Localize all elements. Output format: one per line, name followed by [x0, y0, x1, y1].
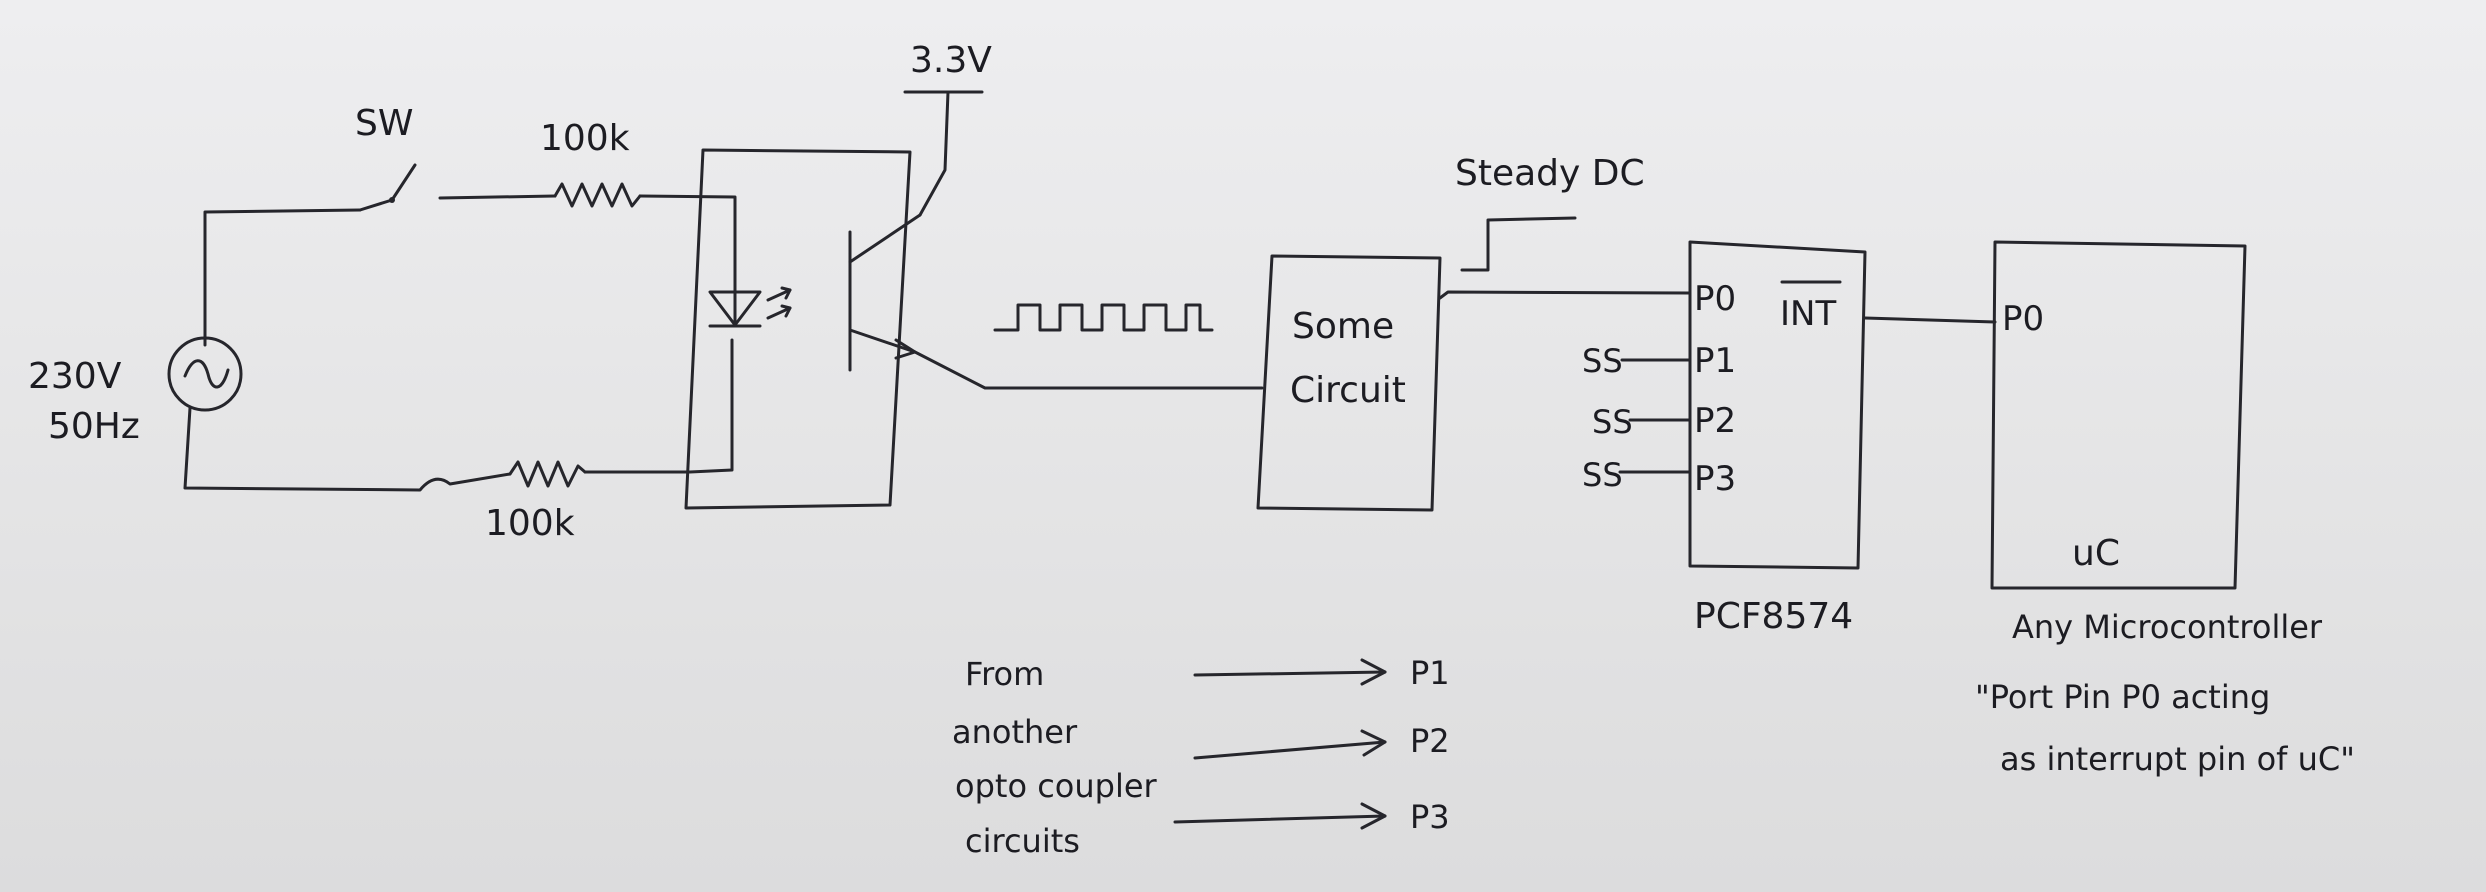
wire-circuit-p0 [1438, 290, 1692, 300]
microcontroller-box [1990, 240, 2247, 590]
pcf8574-pin-p1: P1 [1694, 341, 1736, 381]
target-p1: P1 [1410, 654, 1450, 692]
ss-mark-p1: SS [1582, 342, 1623, 380]
wire-source-top [203, 208, 362, 347]
target-p3: P3 [1410, 798, 1450, 836]
source-note-line1: From [965, 655, 1044, 693]
switch-label: SW [355, 103, 413, 144]
led-icon [708, 286, 792, 328]
wire-switch-resistor [438, 194, 557, 200]
uc-note-line1: "Port Pin P0 acting [1975, 678, 2270, 716]
supply-frequency-label: 50Hz [48, 406, 140, 447]
ss-mark-p2: SS [1592, 403, 1633, 441]
uc-label: uC [2072, 533, 2120, 574]
some-circuit-line2: Circuit [1290, 370, 1406, 411]
optocoupler-housing [684, 148, 912, 510]
wire-source-bottom [183, 406, 512, 492]
arrow-to-p1 [1193, 658, 1387, 686]
source-note-line4: circuits [965, 822, 1080, 860]
wire-resistor-bottom-led [583, 338, 734, 474]
uc-note-line2: as interrupt pin of uC" [2000, 740, 2355, 778]
some-circuit-box [1256, 254, 1442, 512]
steady-dc-label: Steady DC [1455, 153, 1645, 194]
pcf8574-box [1688, 240, 1867, 570]
uc-pin-p0: P0 [2002, 299, 2044, 339]
pcf8574-pin-p0: P0 [1694, 279, 1736, 319]
wire-emitter-output [913, 350, 1264, 390]
ac-source-icon [167, 336, 243, 412]
steady-dc-icon [1460, 216, 1577, 272]
optocoupler [684, 90, 1264, 510]
pcf8574-pin-p2: P2 [1694, 401, 1736, 441]
uc-caption: Any Microcontroller [2012, 608, 2323, 646]
ss-mark-p3: SS [1582, 456, 1623, 494]
wire-collector-vcc [918, 90, 950, 217]
wire-int-uc [1863, 316, 1997, 324]
vcc-label: 3.3V [910, 40, 992, 81]
resistor-bottom-label: 100k [485, 503, 575, 544]
pcf8574-pin-p3: P3 [1694, 459, 1736, 499]
resistor-bottom-symbol [508, 460, 587, 488]
arrow-to-p2 [1193, 729, 1387, 760]
pcf8574-pin-int: INT [1780, 294, 1836, 334]
source-note-line3: opto coupler [955, 767, 1158, 805]
ac-input-loop [167, 163, 737, 492]
pcf8574-label: PCF8574 [1694, 596, 1853, 637]
target-p2: P2 [1410, 722, 1450, 760]
arrow-to-p3 [1173, 802, 1387, 830]
source-note-line2: another [952, 713, 1078, 751]
some-circuit-line1: Some [1292, 306, 1394, 347]
wire-resistor-led [638, 194, 737, 292]
supply-voltage-label: 230V [28, 356, 122, 397]
resistor-top-symbol [553, 182, 642, 208]
resistor-top-label: 100k [540, 118, 630, 159]
phototransistor-icon [848, 213, 922, 372]
switch [358, 163, 417, 212]
pulse-train-icon [993, 303, 1214, 332]
